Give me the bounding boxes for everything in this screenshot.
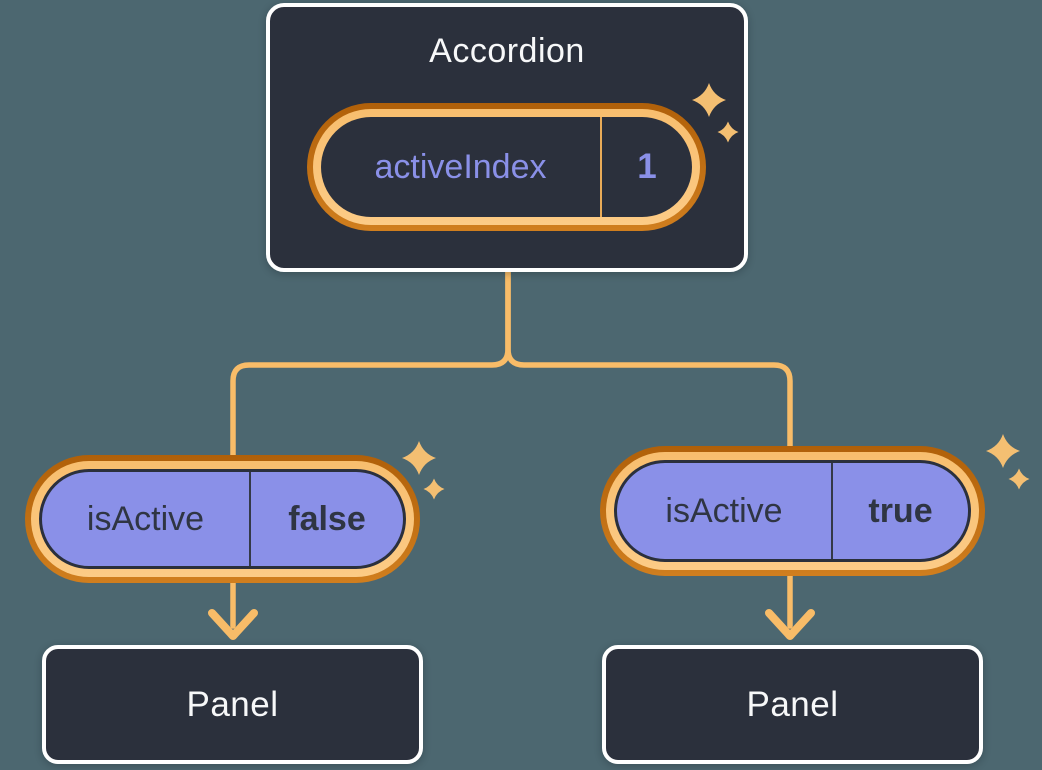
prop-pill-label: isActive (665, 491, 783, 530)
state-pill: activeIndex 1 (307, 103, 706, 231)
sparkles-icon (986, 434, 1030, 490)
branch-right-line (505, 265, 793, 629)
accordion-title: Accordion (429, 32, 585, 70)
sparkles-icon (402, 441, 445, 500)
arrow-down-icon (765, 609, 815, 640)
prop-pill-value: true (868, 491, 933, 530)
accordion-component-box: Accordion activeIndex 1 (266, 3, 748, 272)
pill-divider (831, 463, 833, 559)
prop-pill-label: isActive (86, 499, 205, 538)
panel-title: Panel (746, 684, 839, 724)
sparkles-icon (692, 83, 739, 143)
state-pill-highlight-ring: activeIndex 1 (313, 109, 700, 225)
panel-title: Panel (186, 684, 279, 724)
prop-pill-right: isActive true (600, 446, 985, 576)
prop-pill-highlight-ring: isActive false (31, 461, 414, 577)
panel-box-left: Panel (42, 645, 423, 764)
pill-divider (600, 117, 602, 217)
state-pill-label: activeIndex (374, 147, 547, 186)
panel-box-right: Panel (602, 645, 983, 764)
pill-divider (249, 472, 251, 566)
arrow-down-icon (208, 609, 258, 640)
prop-pill-value: false (288, 499, 366, 538)
prop-pill-left: isActive false (25, 455, 420, 583)
prop-pill-highlight-ring: isActive true (606, 452, 979, 570)
state-pill-value: 1 (637, 147, 657, 186)
